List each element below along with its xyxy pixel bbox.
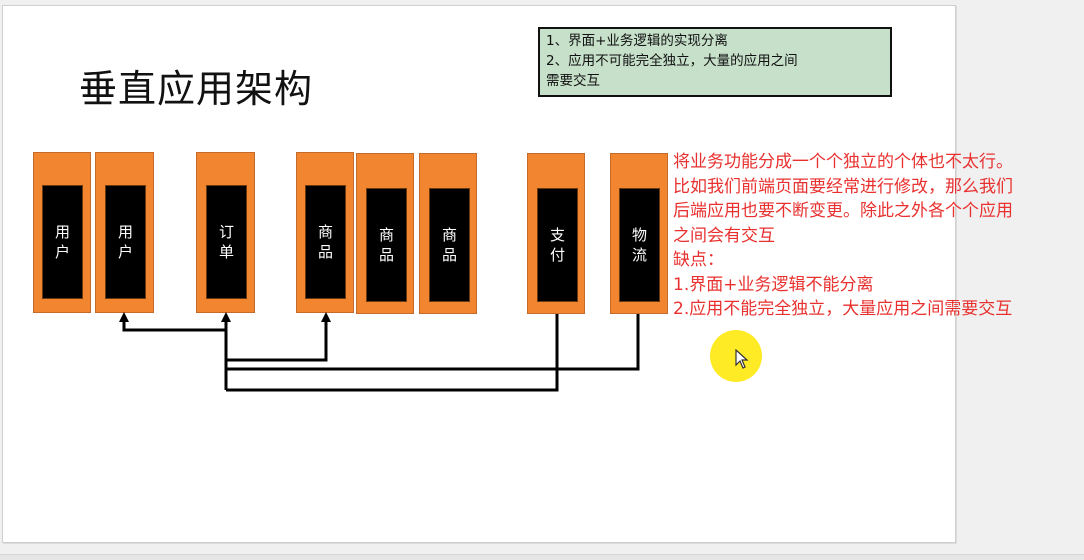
- annotation-line: 之间会有交互: [673, 225, 775, 246]
- service-label: 物流: [631, 226, 647, 264]
- service-label: 商品: [317, 223, 333, 261]
- annotation-line: 2.应用不能完全独立，大量应用之间需要交互: [673, 299, 1013, 319]
- slide-canvas: 垂直应用架构 1、界面+业务逻辑的实现分离 2、应用不可能完全独立，大量的应用之…: [2, 5, 956, 543]
- service-inner: 物流: [619, 188, 660, 302]
- service-label: 商品: [378, 226, 394, 264]
- service-block-user-2: 用户: [95, 152, 154, 313]
- service-block-logistics: 物流: [610, 153, 668, 314]
- service-block-user-1: 用户: [33, 152, 91, 313]
- service-inner: 用户: [105, 185, 146, 299]
- note-line: 2、应用不可能完全独立，大量的应用之间: [546, 53, 798, 69]
- annotation-line: 1.界面+业务逻辑不能分离: [673, 274, 874, 295]
- service-label: 用户: [117, 223, 133, 261]
- service-label: 订单: [218, 223, 234, 261]
- note-box: 1、界面+业务逻辑的实现分离 2、应用不可能完全独立，大量的应用之间 需要交互: [538, 27, 892, 97]
- service-block-payment: 支付: [527, 153, 585, 314]
- service-block-product-1: 商品: [296, 152, 354, 313]
- service-inner: 商品: [429, 188, 470, 302]
- note-line: 需要交互: [546, 73, 600, 89]
- service-label: 商品: [441, 226, 457, 264]
- mouse-pointer-icon: [735, 349, 749, 369]
- service-block-order: 订单: [196, 152, 255, 313]
- annotation-line: 将业务功能分成一个个独立的个体也不太行。: [673, 152, 1013, 172]
- annotation-line: 后端应用也要不断变更。除此之外各个个应用: [673, 201, 1013, 221]
- annotation-heading: 缺点：: [673, 250, 724, 270]
- service-inner: 订单: [206, 185, 247, 299]
- service-label: 用户: [54, 223, 70, 261]
- service-block-product-2: 商品: [356, 153, 414, 314]
- service-inner: 商品: [366, 188, 407, 302]
- service-inner: 商品: [305, 185, 346, 299]
- service-block-product-3: 商品: [419, 153, 477, 314]
- service-inner: 支付: [537, 188, 578, 302]
- arrowheads: [119, 312, 331, 322]
- annotation-text: 将业务功能分成一个个独立的个体也不太行。 比如我们前端页面要经常进行修改，那么我…: [673, 150, 1084, 322]
- service-inner: 用户: [42, 185, 83, 299]
- note-line: 1、界面+业务逻辑的实现分离: [546, 33, 728, 49]
- annotation-line: 比如我们前端页面要经常进行修改，那么我们: [673, 176, 1013, 197]
- service-label: 支付: [549, 226, 565, 264]
- bottom-bar: [0, 554, 1084, 560]
- slide-title: 垂直应用架构: [79, 67, 314, 111]
